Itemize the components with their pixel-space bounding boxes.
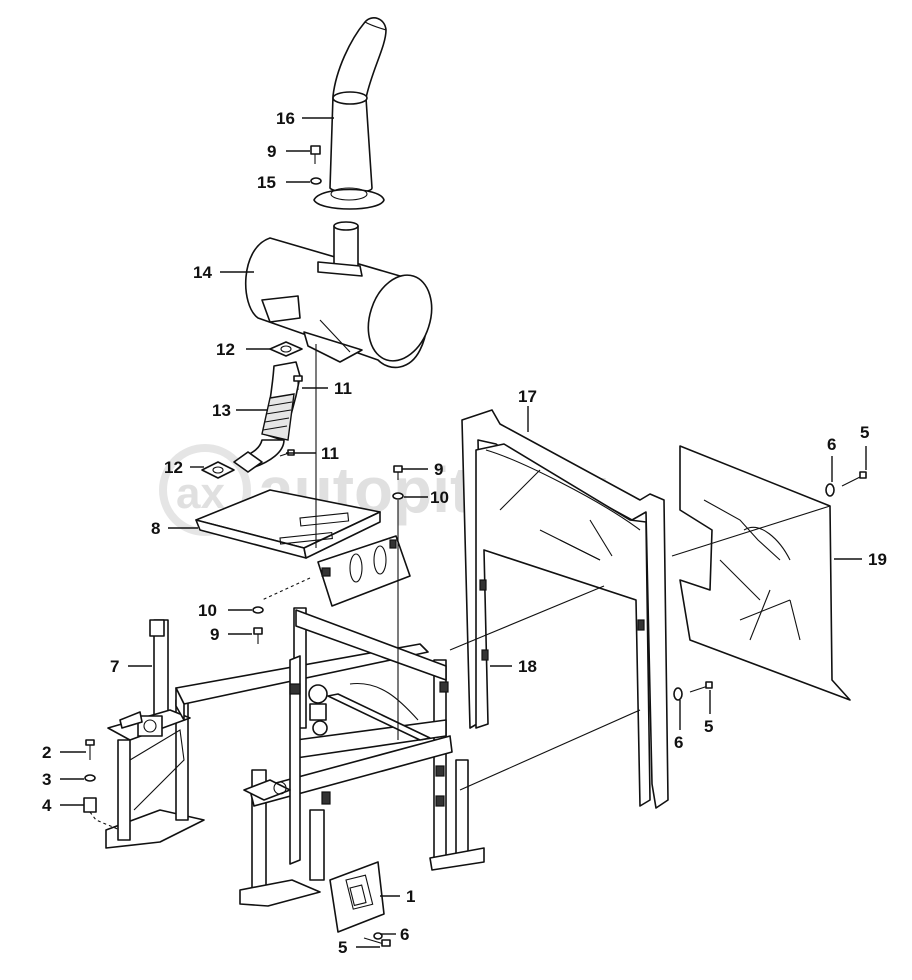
bolt-top	[310, 145, 321, 164]
callout-6-mid-right: 6	[674, 733, 683, 752]
bolt-bottom	[363, 932, 391, 947]
callout-5-bottom: 5	[338, 938, 347, 957]
frame-panel	[475, 443, 651, 807]
exhaust-stack-pipe	[313, 17, 387, 210]
spacer-left	[83, 797, 97, 813]
callout-9-top: 9	[267, 142, 276, 161]
callout-17: 17	[518, 387, 537, 406]
left-support-frame	[105, 619, 205, 849]
callout-2: 2	[42, 743, 51, 762]
callout-13: 13	[212, 401, 231, 420]
callout-14: 14	[193, 263, 212, 282]
callout-5-mid-right: 5	[704, 717, 713, 736]
callout-labels: 16 9 15 14 12 11 13 12 11 9 10 8 17 6 5 …	[42, 109, 887, 957]
gasket-upper	[269, 341, 303, 357]
screw-top-right	[825, 471, 867, 497]
callout-11-upper: 11	[334, 379, 352, 398]
muffler-mounting-bracket	[195, 489, 411, 607]
gasket-lower	[201, 461, 235, 479]
callout-4: 4	[42, 796, 52, 815]
muffler	[244, 221, 433, 369]
callout-15: 15	[257, 173, 276, 192]
callout-10-left: 10	[198, 601, 217, 620]
callout-16: 16	[276, 109, 295, 128]
washer-top	[310, 177, 322, 185]
callout-18: 18	[518, 657, 537, 676]
callout-5-top-right: 5	[860, 423, 869, 442]
callout-9-right: 9	[434, 460, 443, 479]
callout-8: 8	[151, 519, 160, 538]
callout-19: 19	[868, 550, 887, 569]
cover-plate	[329, 861, 385, 933]
callout-leaders	[60, 117, 867, 948]
bolt-left	[85, 739, 95, 760]
assembly-lines	[89, 344, 831, 831]
callout-11-lower: 11	[321, 444, 339, 463]
callout-6-bottom: 6	[400, 925, 409, 944]
washer-left	[84, 774, 96, 782]
main-support-frame	[175, 607, 485, 907]
callout-6-top-right: 6	[827, 435, 836, 454]
bolt-9-left	[252, 606, 264, 644]
side-shield	[679, 445, 851, 701]
callout-7: 7	[110, 657, 119, 676]
callout-9-left: 9	[210, 625, 219, 644]
callout-10-right: 10	[430, 488, 449, 507]
callout-3: 3	[42, 770, 51, 789]
flexible-exhaust-pipe	[233, 361, 301, 473]
screw-mid-right	[673, 681, 713, 701]
callout-1: 1	[406, 887, 415, 906]
callout-12-upper: 12	[216, 340, 235, 359]
callout-12-lower: 12	[164, 458, 183, 477]
bolt-11-upper	[293, 375, 303, 390]
